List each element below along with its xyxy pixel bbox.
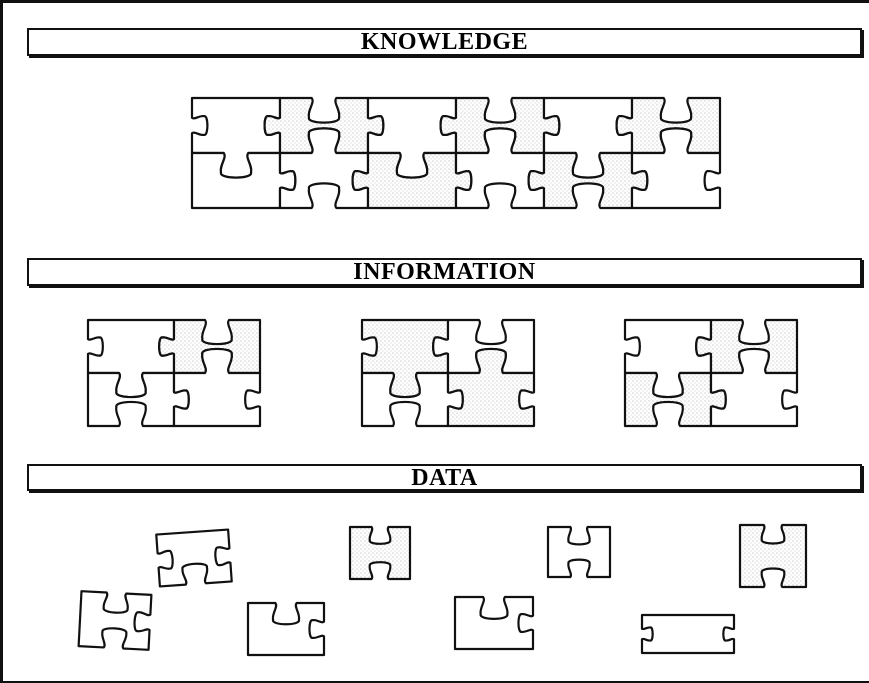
jigsaw-piece-icon — [79, 591, 152, 650]
jigsaw-piece-icon — [156, 530, 231, 587]
jigsaw-piece-icon — [350, 527, 410, 579]
jigsaw-piece-icon — [548, 527, 610, 577]
jigsaw-piece-icon — [740, 525, 806, 587]
jigsaw-piece-icon — [642, 615, 734, 653]
information-puzzle-clusters — [88, 320, 797, 426]
knowledge-puzzle-assembled — [192, 98, 720, 208]
data-loose-pieces — [79, 525, 806, 655]
jigsaw-piece-icon — [248, 603, 324, 655]
jigsaw-piece-icon — [455, 597, 533, 649]
